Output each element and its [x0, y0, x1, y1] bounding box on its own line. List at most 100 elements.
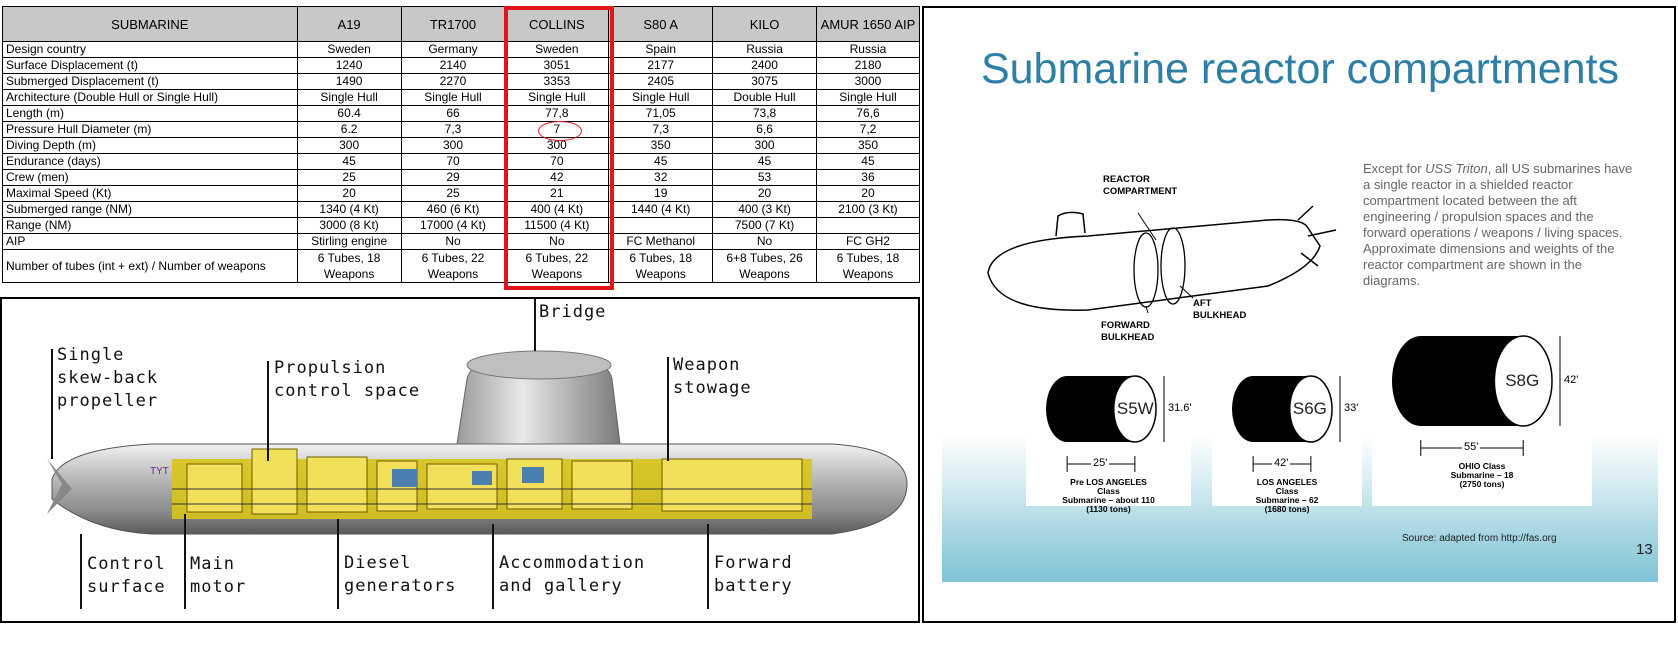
- weapon-pointer-line: [667, 357, 669, 461]
- table-row: Number of tubes (int + ext) / Number of …: [2, 249, 921, 283]
- propeller-pointer-line: [51, 349, 53, 459]
- row-label: Endurance (days): [2, 153, 298, 170]
- table-cell: 400 (4 Kt): [504, 201, 610, 218]
- table-cell: 25: [400, 185, 506, 202]
- row-label: Length (m): [2, 105, 298, 122]
- table-cell: 1440 (4 Kt): [608, 201, 714, 218]
- row-label: Maximal Speed (Kt): [2, 185, 298, 202]
- svg-text:TYT: TYT: [150, 466, 169, 477]
- table-cell: 77,8: [504, 105, 610, 122]
- header-cell: KILO: [712, 6, 817, 42]
- diesel-pointer-line: [337, 519, 339, 609]
- label-control: Control surface: [87, 554, 166, 597]
- label-propeller: Single skew-back propeller: [57, 345, 159, 411]
- label-aft-bulkhead: AFT BULKHEAD: [1193, 298, 1247, 321]
- reactor-diagram-s8g: S8G 42' 55' OHIO Class Submarine – 18 (2750…: [1372, 326, 1592, 506]
- reactor-cylinder-svg: [1046, 375, 1165, 472]
- table-cell: 73,8: [712, 105, 817, 122]
- label-motor: Main motor: [190, 554, 247, 597]
- reactor-caption: OHIO Class Submarine – 18 (2750 tons): [1450, 461, 1514, 489]
- table-cell: 6,6: [712, 121, 817, 138]
- table-cell: 20: [296, 185, 402, 202]
- table-cell: 300: [712, 137, 817, 154]
- table-cell: Double Hull: [712, 89, 817, 106]
- table-cell: 6 Tubes, 22 Weapons: [504, 249, 610, 283]
- table-cell: 6 Tubes, 18 Weapons: [296, 249, 402, 283]
- reactor-length: 42': [1272, 457, 1291, 469]
- table-cell: 36: [815, 169, 921, 186]
- row-label: Submerged Displacement (t): [2, 73, 298, 90]
- reactor-name: S6G: [1292, 399, 1327, 418]
- table-cell: 7500 (7 Kt): [712, 217, 817, 234]
- reactor-diameter: 42': [1564, 374, 1579, 386]
- table-cell: 2180: [815, 57, 921, 74]
- row-label: Diving Depth (m): [2, 137, 298, 154]
- table-cell: 3353: [504, 73, 610, 90]
- table-cell: 19: [608, 185, 714, 202]
- table-cell: 1240: [296, 57, 402, 74]
- table-cell: 45: [712, 153, 817, 170]
- table-cell: Spain: [608, 41, 714, 58]
- table-cell: 6+8 Tubes, 26 Weapons: [712, 249, 817, 283]
- table-cell: 32: [608, 169, 714, 186]
- reactor-name: S8G: [1505, 371, 1540, 390]
- label-reactor-compartment: REACTOR COMPARTMENT: [1103, 174, 1178, 197]
- table-cell: 460 (6 Kt): [400, 201, 506, 218]
- table-cell: 2405: [608, 73, 714, 90]
- table-cell: 20: [815, 185, 921, 202]
- table-cell: 70: [400, 153, 506, 170]
- bridge-pointer-line: [534, 299, 536, 351]
- row-label: Surface Displacement (t): [2, 57, 298, 74]
- table-cell: 3075: [712, 73, 817, 90]
- table-cell: 3000: [815, 73, 921, 90]
- table-cell: Sweden: [504, 41, 610, 58]
- label-battery: Forward battery: [714, 553, 793, 596]
- reactor-diameter: 33': [1344, 402, 1359, 414]
- header-cell: S80 A: [608, 6, 714, 42]
- submarine-cutaway-illustration: TYT: [47, 350, 908, 535]
- table-cell: 6 Tubes, 22 Weapons: [400, 249, 506, 283]
- table-cell: 66: [400, 105, 506, 122]
- slide-body-text: Except for USS Triton, all US submarines…: [1363, 161, 1633, 289]
- submarine-outline-diagram: REACTOR COMPARTMENT FORWARD BULKHEAD AFT…: [968, 158, 1350, 353]
- row-label: Architecture (Double Hull or Single Hull…: [2, 89, 298, 106]
- label-weapon: Weapon stowage: [673, 355, 752, 398]
- table-cell: 6 Tubes, 18 Weapons: [815, 249, 921, 283]
- table-cell: 6.2: [296, 121, 402, 138]
- table-cell: 1490: [296, 73, 402, 90]
- table-cell: 21: [504, 185, 610, 202]
- table-cell: 29: [400, 169, 506, 186]
- table-cell: 300: [400, 137, 506, 154]
- table-cell: 7,3: [400, 121, 506, 138]
- row-label: Submerged range (NM): [2, 201, 298, 218]
- label-propulsion: Propulsion control space: [274, 358, 421, 401]
- table-cell: 53: [712, 169, 817, 186]
- row-label: AIP: [2, 233, 298, 250]
- reactor-diagram-s6g: S6G 33' 42' LOS ANGELES Class Submarine – 6…: [1212, 356, 1362, 514]
- label-bridge: Bridge: [539, 302, 607, 322]
- table-cell: 25: [296, 169, 402, 186]
- reactor-cylinder-svg: [1232, 375, 1341, 472]
- slide-title: Submarine reactor compartments: [980, 45, 1620, 93]
- propulsion-pointer-line: [267, 361, 269, 461]
- table-cell: 400 (3 Kt): [712, 201, 817, 218]
- reactor-caption: LOS ANGELES Class Submarine – 62 (1680 t…: [1255, 477, 1319, 514]
- table-cell: 7: [504, 121, 610, 138]
- reactor-length: 55': [1462, 441, 1481, 453]
- table-cell: 70: [504, 153, 610, 170]
- table-row: Architecture (Double Hull or Single Hull…: [2, 89, 921, 106]
- table-cell: 76,6: [815, 105, 921, 122]
- header-cell: A19: [296, 6, 402, 42]
- table-cell: 45: [815, 153, 921, 170]
